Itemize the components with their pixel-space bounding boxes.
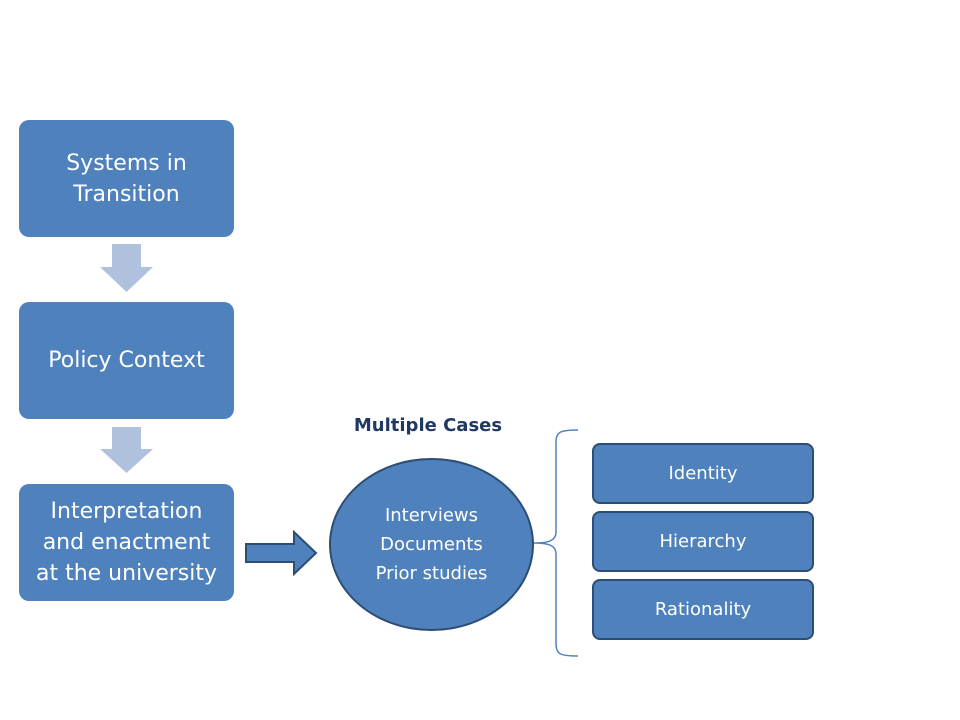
down-arrow-2 — [100, 427, 153, 473]
theme-box-hierarchy: Hierarchy — [592, 511, 814, 572]
flow-box-interpretation-and-enactment: Interpretation and enactment at the univ… — [19, 484, 234, 601]
case-item-documents: Documents — [380, 534, 483, 555]
down-arrow-1 — [100, 244, 153, 292]
flow-box-systems-in-transition: Systems in Transition — [19, 120, 234, 237]
case-item-prior-studies: Prior studies — [375, 563, 488, 584]
right-arrow — [245, 530, 318, 576]
case-item-interviews: Interviews — [384, 505, 479, 526]
flow-box-policy-context: Policy Context — [19, 302, 234, 419]
cases-circle: Interviews Documents Prior studies — [329, 458, 534, 631]
theme-box-identity: Identity — [592, 443, 814, 504]
theme-box-rationality: Rationality — [592, 579, 814, 640]
multiple-cases-title: Multiple Cases — [353, 415, 503, 436]
curly-brace-icon — [533, 429, 579, 657]
